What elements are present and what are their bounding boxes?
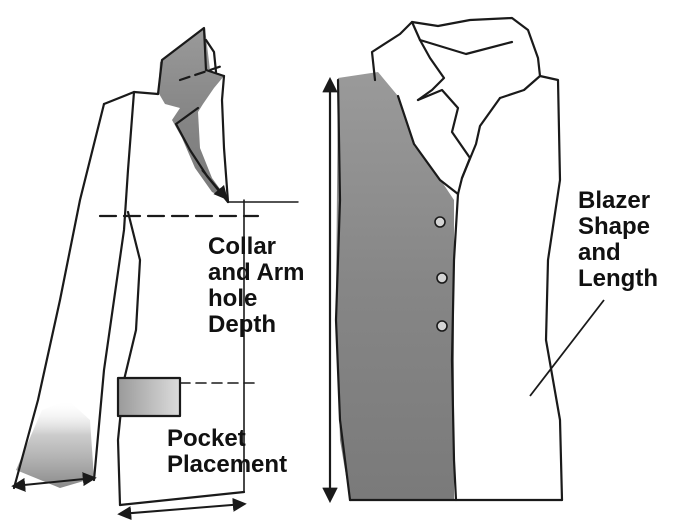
sleeve-shading — [16, 400, 94, 488]
label-line: and — [578, 240, 658, 266]
side-shoulder-line — [104, 92, 158, 104]
front-lapel-right-outer — [462, 98, 500, 178]
button-top — [435, 217, 445, 227]
button-bottom — [437, 321, 447, 331]
pocket-flap — [118, 378, 180, 416]
sleeve-front-line — [94, 92, 134, 480]
label-line: and Arm — [208, 260, 304, 286]
blazer-leader-line — [530, 300, 604, 396]
hem-width-arrow — [120, 504, 244, 514]
button-middle — [437, 273, 447, 283]
label-line: Length — [578, 266, 658, 292]
front-right-side — [540, 76, 562, 500]
front-collar-notch — [420, 40, 512, 54]
label-line: hole — [208, 286, 304, 312]
blazer-shape-length-label: Blazer Shape and Length — [578, 188, 658, 292]
label-line: Blazer — [578, 188, 658, 214]
label-line: Depth — [208, 312, 304, 338]
front-panel-shading — [336, 72, 454, 500]
side-hem-line — [120, 492, 244, 505]
label-line: Collar — [208, 234, 304, 260]
side-collar-inner — [222, 76, 228, 202]
label-line: Shape — [578, 214, 658, 240]
collar-armhole-depth-label: Collar and Arm hole Depth — [208, 234, 304, 338]
collar-arrow — [202, 170, 226, 198]
label-line: Placement — [167, 452, 287, 478]
pocket-placement-label: Pocket Placement — [167, 426, 287, 478]
front-view-jacket — [336, 18, 562, 500]
label-line: Pocket — [167, 426, 287, 452]
